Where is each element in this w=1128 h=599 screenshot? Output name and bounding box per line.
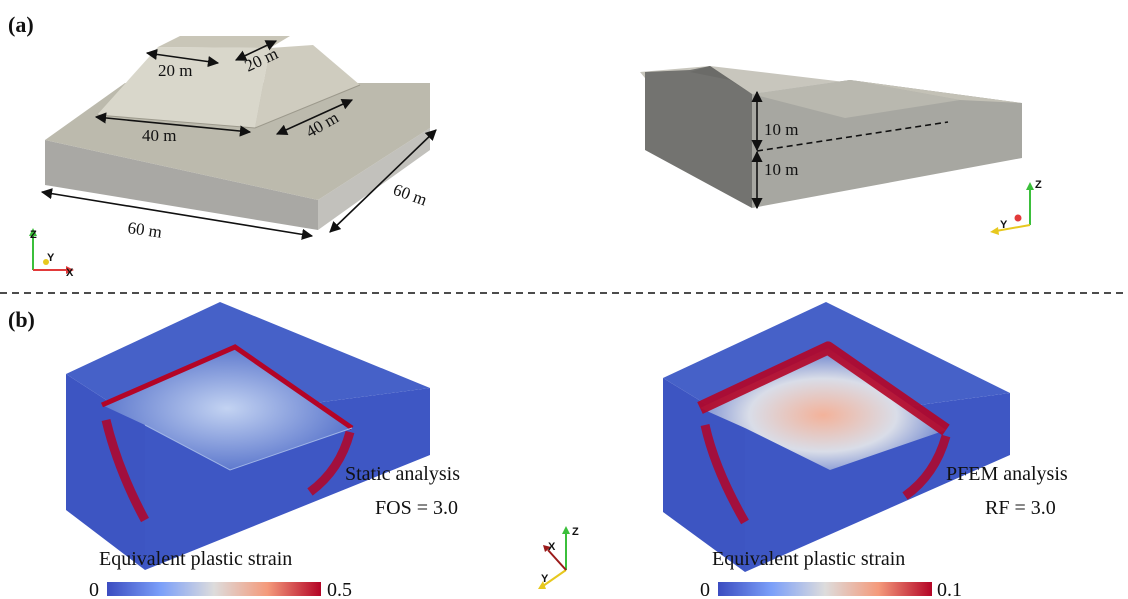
dim-base-depth: 60 m xyxy=(391,180,430,210)
strain-field-static xyxy=(66,302,430,570)
strain-field-pfem xyxy=(663,302,1010,572)
axis-y-label-2: Y xyxy=(1000,219,1008,231)
excavation-floor xyxy=(752,80,960,118)
pfem-analysis-title: PFEM analysis xyxy=(946,463,1068,485)
static-analysis-title: Static analysis xyxy=(345,463,460,485)
axis-y-label-3: Y xyxy=(541,573,549,585)
static-analysis-fos: FOS = 3.0 xyxy=(375,497,458,519)
excavation-model-right xyxy=(640,66,1022,208)
panel-a-label: (a) xyxy=(8,12,34,37)
axis-y-label: Y xyxy=(47,252,55,264)
axis-x-label-3: X xyxy=(548,541,556,553)
panel-b-label: (b) xyxy=(8,307,35,332)
dim-upper-height: 10 m xyxy=(764,120,798,139)
slope-model-left xyxy=(45,36,430,230)
axis-x-label: X xyxy=(66,267,74,279)
axis-z-label: Z xyxy=(30,229,37,241)
axes-triad-a-left: Z X Y xyxy=(29,228,74,279)
axis-z-label-3: Z xyxy=(572,526,579,538)
pfem-analysis-rf: RF = 3.0 xyxy=(985,497,1056,519)
colorbar-pfem xyxy=(718,582,932,596)
colorbar-static xyxy=(107,582,321,596)
colorbar-min-static: 0 xyxy=(89,579,99,599)
dim-mid-width: 40 m xyxy=(142,126,176,145)
dim-lower-height: 10 m xyxy=(764,160,798,179)
colorbar-max-static: 0.5 xyxy=(327,579,352,599)
colorbar-label-static: Equivalent plastic strain xyxy=(99,548,292,570)
dimension-arrows-left xyxy=(40,40,437,240)
excavation-front-face xyxy=(752,80,1022,208)
excavation-left-face xyxy=(645,66,752,208)
axis-z-label-2: Z xyxy=(1035,179,1042,191)
dim-base-width: 60 m xyxy=(126,218,163,242)
colorbar-min-pfem: 0 xyxy=(700,579,710,599)
colorbar-max-pfem: 0.1 xyxy=(937,579,962,599)
axes-triad-a-right: Z Y xyxy=(990,179,1042,235)
dim-top-width: 20 m xyxy=(158,61,192,80)
slope-front-face xyxy=(97,47,270,128)
axes-triad-b: Z X Y xyxy=(538,526,579,589)
colorbar-label-pfem: Equivalent plastic strain xyxy=(712,548,905,570)
dimension-arrows-right xyxy=(751,90,949,210)
